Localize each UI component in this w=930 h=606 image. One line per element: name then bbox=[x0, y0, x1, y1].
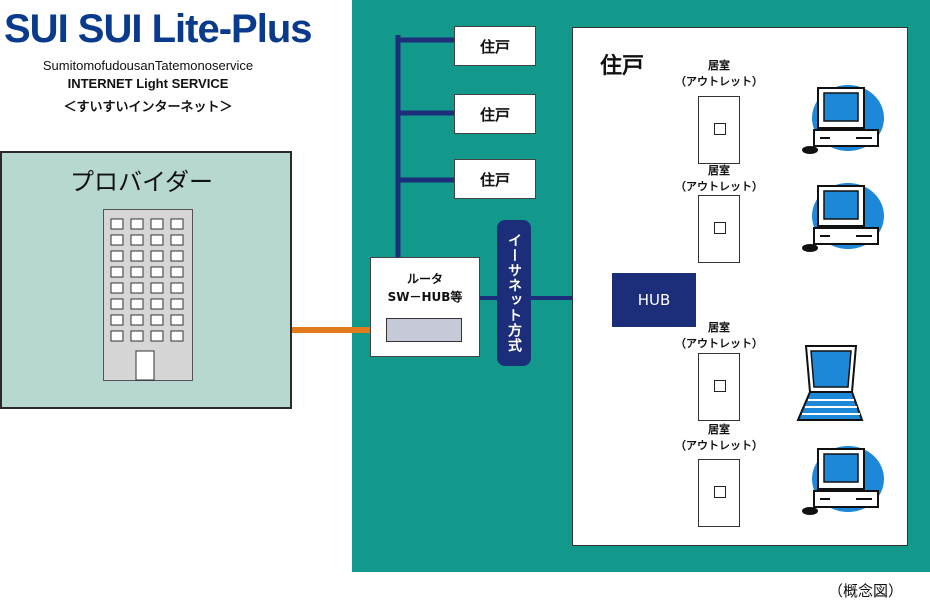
house-box: 住戸 bbox=[454, 26, 536, 66]
ethernet-label: イーサネット方式 bbox=[497, 220, 531, 366]
outlet bbox=[698, 353, 740, 421]
router-label-line1: ルータ bbox=[406, 272, 443, 286]
room-name: 居室 bbox=[708, 321, 730, 334]
outlet bbox=[698, 195, 740, 263]
desktop-computer-icon bbox=[802, 85, 884, 154]
diagram-caption: （概念図） bbox=[828, 582, 904, 600]
desktop-computer-icon bbox=[802, 446, 884, 515]
outlet-socket-icon bbox=[714, 123, 726, 135]
home-panel-title: 住戸 bbox=[600, 54, 645, 79]
outlet bbox=[698, 96, 740, 164]
room-name: 居室 bbox=[708, 59, 730, 72]
outlet-socket-icon bbox=[714, 380, 726, 392]
company-name: SumitomofudousanTatemonoservice bbox=[42, 58, 254, 73]
router-port bbox=[386, 318, 462, 342]
room-outlet-note: （アウトレット） bbox=[675, 180, 763, 193]
outlet-socket-icon bbox=[714, 486, 726, 498]
room-outlet-note: （アウトレット） bbox=[675, 337, 763, 350]
outlet bbox=[698, 459, 740, 527]
room-outlet-note: （アウトレット） bbox=[675, 75, 763, 88]
room-label: 居室 （アウトレット） bbox=[669, 422, 769, 454]
building-icon bbox=[103, 209, 193, 381]
room-outlet-note: （アウトレット） bbox=[675, 439, 763, 452]
room-label: 居室 （アウトレット） bbox=[669, 320, 769, 352]
service-nickname: ＜すいすいインターネット＞ bbox=[63, 99, 233, 114]
laptop-computer-icon bbox=[796, 345, 864, 421]
router-label: ルータ SW－HUB等 bbox=[370, 270, 480, 306]
room-label: 居室 （アウトレット） bbox=[669, 163, 769, 195]
outlet-socket-icon bbox=[714, 222, 726, 234]
house-box: 住戸 bbox=[454, 159, 536, 199]
hub-box: HUB bbox=[612, 273, 696, 327]
room-label: 居室 （アウトレット） bbox=[669, 58, 769, 90]
logo: SUI SUI Lite-Plus bbox=[4, 7, 312, 51]
room-name: 居室 bbox=[708, 423, 730, 436]
provider-label: プロバイダー bbox=[70, 168, 214, 196]
desktop-computer-icon bbox=[802, 183, 884, 252]
service-name: INTERNET Light SERVICE bbox=[67, 76, 229, 91]
room-name: 居室 bbox=[708, 164, 730, 177]
house-box: 住戸 bbox=[454, 94, 536, 134]
router-label-line2: SW－HUB等 bbox=[387, 290, 463, 304]
